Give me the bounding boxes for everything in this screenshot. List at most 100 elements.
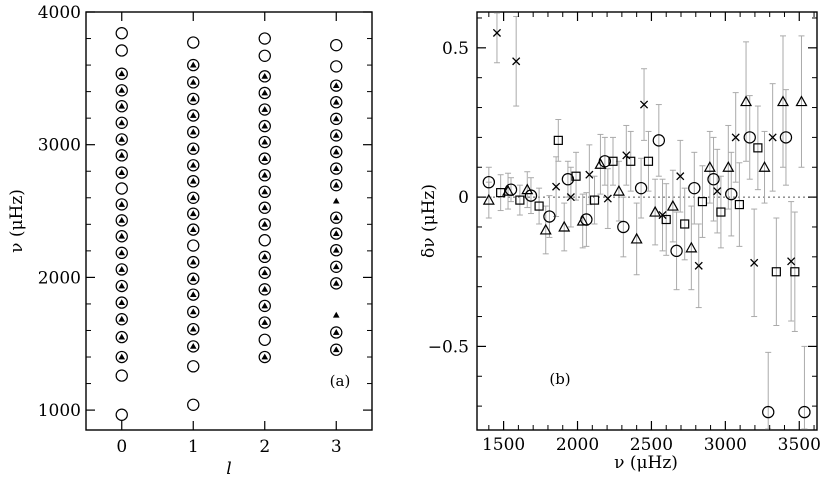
panel-b-point-open-square	[661, 214, 671, 225]
panel-b-point-cross	[492, 28, 502, 37]
panel-a-point-filled-triangle	[189, 61, 197, 68]
panel-b-point-open-triangle	[594, 158, 607, 169]
panel-a-point-open-circle	[330, 60, 343, 73]
panel-a-point-open-circle	[115, 246, 128, 260]
panel-b-point-open-triangle	[740, 95, 753, 107]
panel-a-point-open-circle	[258, 185, 271, 199]
panel-b-point-open-square	[626, 156, 636, 166]
panel-a-y-tick-label: 1000	[38, 401, 81, 421]
panel-b-points	[482, 28, 811, 419]
panel-a-point-open-circle	[115, 133, 128, 146]
panel-b-point-open-triangle	[576, 214, 589, 226]
panel-a-point-filled-triangle	[261, 122, 269, 129]
panel-a-y-tick-label: 3000	[38, 136, 81, 156]
panel-a-x-tick-label: 3	[331, 437, 342, 457]
panel-b-point-open-square	[515, 195, 525, 205]
panel-a-point-filled-triangle	[189, 275, 197, 282]
panel-b-point-open-triangle	[539, 223, 552, 235]
panel-a-point-filled-triangle	[332, 263, 340, 270]
panel-a-point-open-circle	[330, 211, 343, 224]
panel-a-point-open-circle	[187, 142, 200, 155]
panel-a-point-filled-triangle	[118, 282, 126, 289]
panel-a-point-open-circle	[187, 109, 200, 122]
panel-b-point-cross	[658, 210, 667, 220]
panel-a-point-open-circle	[187, 255, 200, 269]
panel-b-point-cross	[585, 170, 594, 179]
panel-a-point-open-circle	[115, 350, 128, 364]
panel-a-point-filled-triangle	[118, 119, 126, 126]
panel-a-point-filled-triangle	[189, 145, 197, 152]
panel-a-point-filled-triangle	[332, 197, 340, 204]
panel-a-point-open-circle	[258, 152, 271, 165]
panel-a-point-filled-triangle	[118, 86, 126, 93]
panel-a-point-open-circle	[330, 38, 343, 52]
panel-b-x-tick-label: 3500	[778, 435, 821, 455]
panel-a-point-filled-triangle	[118, 353, 126, 360]
panel-a-point-open-circle	[115, 100, 128, 113]
panel-a-x-tick-label: 1	[188, 437, 199, 457]
panel-a-point-filled-triangle	[189, 112, 197, 118]
panel-a-point-filled-triangle	[261, 253, 269, 260]
panel-a-point-open-circle	[115, 369, 128, 382]
panel-a-point-open-circle	[258, 169, 271, 182]
panel-a-point-open-circle	[258, 218, 271, 231]
panel-b-x-tick-label: 2000	[556, 435, 599, 455]
panel-a-point-open-circle	[258, 86, 271, 100]
panel-a-point-open-circle	[330, 79, 343, 92]
panel-b-point-open-circle	[543, 210, 556, 223]
panel-b-point-open-circle	[725, 187, 738, 201]
panel-a-point-filled-triangle	[118, 315, 126, 322]
panel-a-point-open-circle	[115, 230, 128, 243]
panel-a-point-open-circle	[330, 96, 343, 109]
panel-a-point-open-circle	[258, 250, 271, 264]
panel-b-x-tick-label: 1500	[482, 435, 525, 455]
panel-a-point-filled-triangle	[261, 72, 269, 79]
panel-b-point-open-square	[608, 156, 618, 166]
panel-a-point-filled-triangle	[118, 249, 126, 256]
panel-b-point-cross	[750, 258, 759, 267]
panel-b-point-open-circle	[688, 181, 701, 195]
panel-a-point-filled-triangle	[189, 291, 197, 298]
panel-a-points	[115, 27, 343, 421]
panel-b-point-open-triangle	[722, 161, 735, 172]
panel-a-point-filled-triangle	[332, 311, 340, 318]
panel-a-point-filled-triangle	[332, 165, 340, 171]
panel-a-point-filled-triangle	[189, 194, 197, 201]
panel-a-point-filled-triangle	[261, 285, 269, 292]
panel-a-x-tick-label: 0	[116, 437, 127, 457]
panel-a-point-filled-triangle	[189, 210, 197, 217]
panel-a-frame	[85, 11, 373, 431]
panel-b-point-open-circle	[652, 134, 666, 147]
panel-b-point-open-circle	[561, 172, 575, 186]
panel-b-point-cross	[731, 133, 740, 142]
panel-b-point-open-square	[534, 201, 544, 211]
panel-a-point-filled-triangle	[332, 82, 340, 89]
panel-a-point-open-circle	[187, 36, 200, 49]
panel-b-point-open-circle	[798, 405, 811, 419]
panel-a-point-filled-triangle	[189, 161, 197, 168]
panel-a-point-filled-triangle	[118, 151, 126, 158]
panel-a-point-open-circle	[115, 312, 128, 326]
panel-a-point-open-circle	[115, 279, 128, 293]
panel-b-point-open-square	[790, 267, 800, 277]
panel-a-point-filled-triangle	[261, 319, 269, 325]
panel-a-point-filled-triangle	[332, 181, 340, 188]
panel-b-label: (b)	[549, 370, 570, 388]
panel-a-point-open-circle	[115, 408, 128, 421]
panel-a-point-filled-triangle	[189, 226, 197, 233]
panel-a-point-filled-triangle	[189, 258, 197, 265]
panel-b-x-tick-label: 3000	[704, 435, 747, 455]
panel-b-y-axis-title: δν (μHz)	[419, 184, 439, 258]
panel-a-point-open-circle	[187, 159, 200, 172]
panel-b-point-open-circle	[707, 172, 720, 186]
panel-b-point-open-triangle	[758, 161, 771, 172]
panel-a-point-open-circle	[187, 272, 200, 285]
panel-a-point-open-circle	[330, 227, 343, 240]
panel-a-point-filled-triangle	[261, 138, 269, 145]
panel-a-point-filled-triangle	[261, 171, 269, 178]
panel-a-point-filled-triangle	[118, 299, 126, 306]
